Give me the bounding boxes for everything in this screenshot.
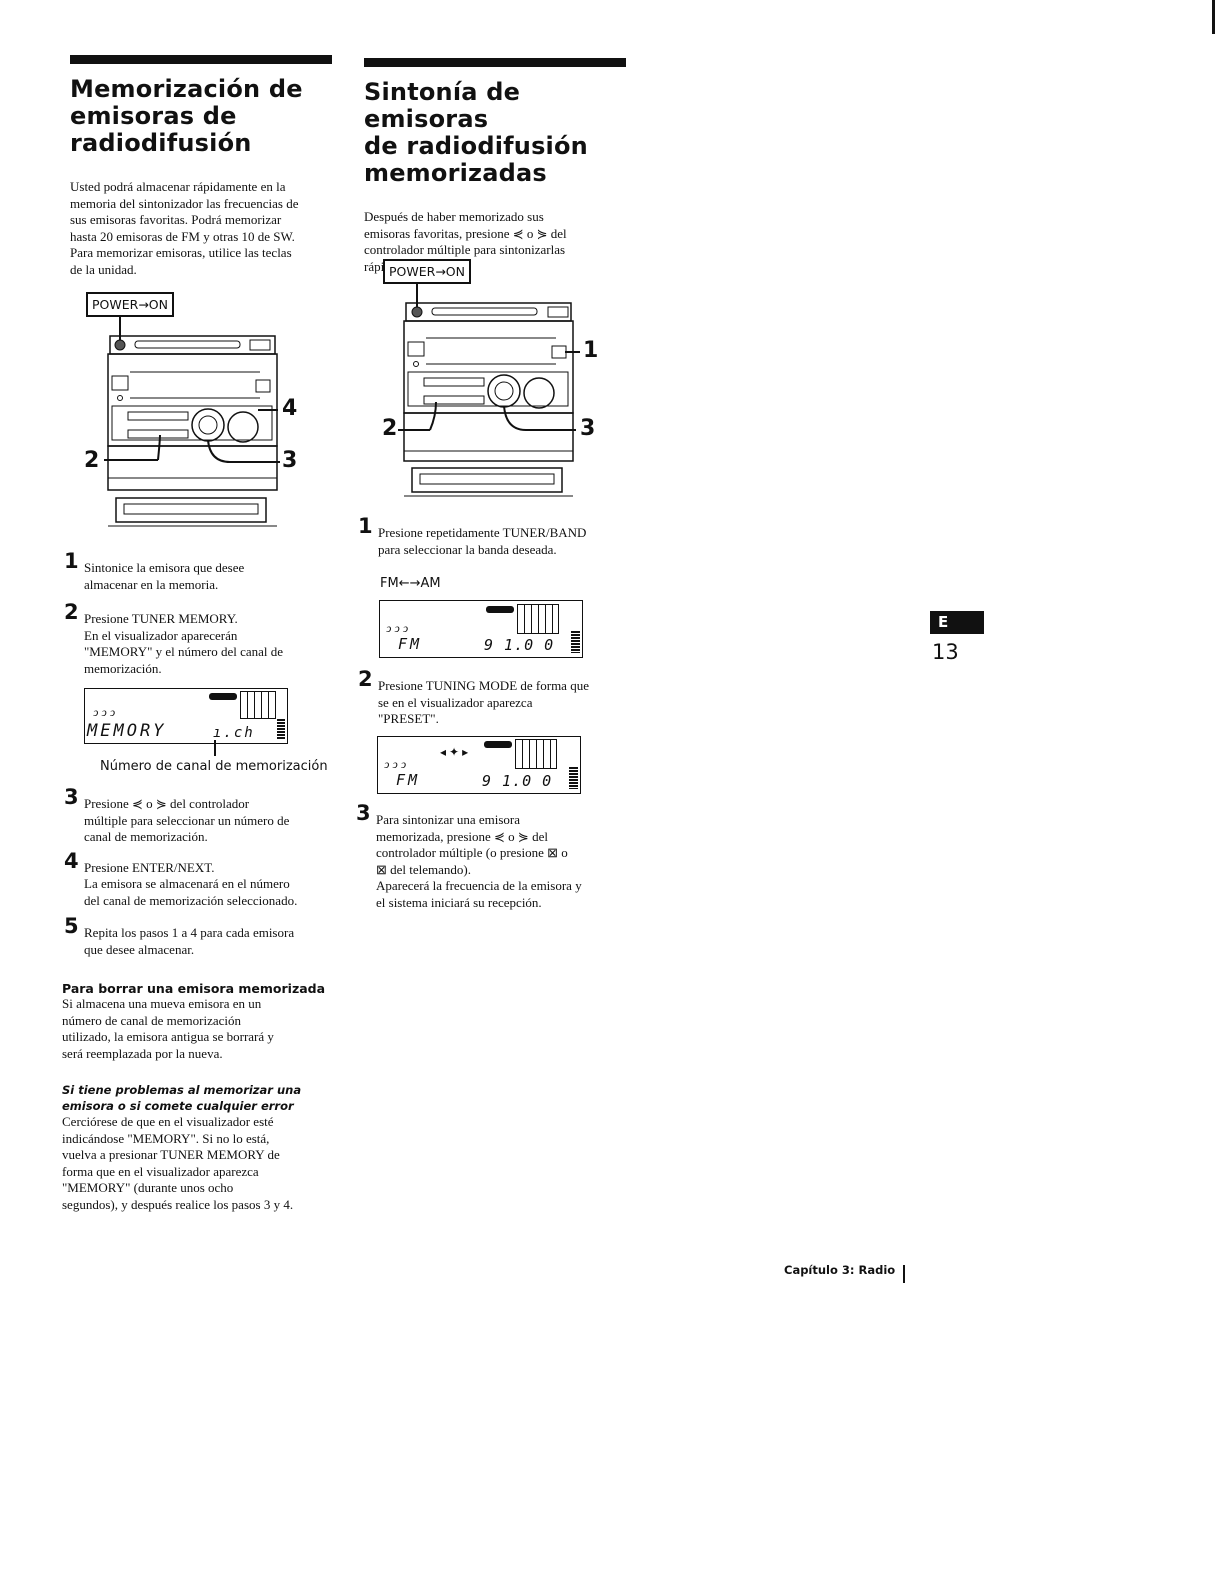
lcd-display-preset: ↄ ↄ ↄ ◂ ✦ ▸ FM 9 1.0 0 — [377, 736, 581, 794]
lcd-frequency-text: 9 1.0 0 — [482, 772, 553, 790]
callout-4: 4 — [282, 396, 298, 421]
dolby-icon: ↄ ↄ ↄ — [93, 705, 116, 719]
right-step-2: 2 Presione TUNING MODE de forma que se e… — [358, 667, 628, 728]
lcd-memory-text: MEMORY — [87, 721, 167, 741]
stereo-illustration: POWER→ON 1 2 3 — [380, 256, 610, 501]
stereo-illustration: POWER→ON 4 2 3 — [80, 290, 310, 530]
power-label: POWER→ON — [86, 292, 174, 317]
erase-body: Si almacena una mueva emisora en un núme… — [62, 996, 274, 1061]
signal-meter — [571, 631, 580, 653]
signal-meter — [277, 719, 285, 739]
step-1: 1 Sintonice la emisora que desee almacen… — [64, 549, 245, 592]
indicator-bar — [486, 606, 514, 613]
step-3: 3 Presione ⋞ o ⋟ del controlador múltipl… — [64, 785, 290, 844]
right-step-3: 3 Para sintonizar una emisora memorizada… — [356, 801, 628, 911]
chapter-footer: Capítulo 3: Radio — [784, 1263, 896, 1277]
language-tab: E — [930, 611, 984, 634]
level-grid — [517, 604, 559, 634]
dolby-icon: ↄ ↄ ↄ — [384, 757, 407, 771]
step-2: 2 Presione TUNER MEMORY. En el visualiza… — [64, 600, 284, 676]
signal-meter — [569, 767, 578, 789]
level-grid — [240, 691, 276, 719]
band-sequence: FM←→AM — [380, 576, 441, 591]
step-1: 1 Presione repetidamente TUNER/BAND para… — [358, 514, 587, 557]
page-number: 13 — [932, 640, 959, 664]
callout-1: 1 — [583, 338, 599, 363]
lcd-display-band: ↄ ↄ ↄ FM 9 1.0 0 — [379, 600, 583, 658]
caption-leader — [214, 740, 216, 756]
page-edge-mark — [1212, 0, 1215, 34]
left-steps: 1 Sintonice la emisora que desee almacen… — [64, 549, 334, 677]
left-steps-continued: 3 Presione ⋞ o ⋟ del controlador múltipl… — [64, 785, 336, 958]
step-2: 2 Presione TUNING MODE de forma que se e… — [358, 667, 589, 726]
step-4: 4 Presione ENTER/NEXT. La emisora se alm… — [64, 848, 298, 908]
callout-3: 3 — [580, 416, 596, 441]
trouble-body: Cerciórese de que en el visualizador est… — [62, 1114, 294, 1212]
preset-blink-icon: ◂ ✦ ▸ — [440, 745, 469, 759]
left-column: Memorización de emisoras de radiodifusió… — [70, 55, 332, 278]
erase-note: Para borrar una emisora memorizada Si al… — [62, 981, 334, 1062]
lcd-caption: Número de canal de memorización — [100, 759, 328, 774]
lcd-band-text: FM — [396, 771, 421, 789]
lcd-channel-text: ı.ch — [213, 725, 255, 741]
callout-2: 2 — [84, 448, 100, 473]
lcd-display-memory: ↄ ↄ ↄ MEMORY ı.ch — [84, 688, 288, 744]
callout-3: 3 — [282, 448, 298, 473]
section-rule — [70, 55, 332, 64]
trouble-heading: Si tiene problemas al memorizar una emis… — [62, 1083, 302, 1113]
right-column: Sintonía de emisoras de radiodifusión me… — [364, 58, 626, 275]
stereo-drawing — [398, 284, 580, 497]
step-3: 3 Para sintonizar una emisora memorizada… — [356, 801, 582, 910]
stereo-drawing — [104, 316, 280, 527]
power-label: POWER→ON — [383, 259, 471, 284]
step-5: 5 Repita los pasos 1 a 4 para cada emiso… — [64, 914, 295, 957]
dolby-icon: ↄ ↄ ↄ — [386, 621, 409, 635]
section-rule — [364, 58, 626, 67]
level-grid — [515, 739, 557, 769]
lcd-band-text: FM — [398, 635, 423, 653]
section-title: Sintonía de emisoras de radiodifusión me… — [364, 78, 588, 187]
intro-paragraph: Usted podrá almacenar rápidamente en la … — [70, 179, 299, 277]
indicator-bar — [484, 741, 512, 748]
right-steps: 1 Presione repetidamente TUNER/BAND para… — [358, 514, 628, 591]
section-title: Memorización de emisoras de radiodifusió… — [70, 75, 303, 157]
erase-heading: Para borrar una emisora memorizada — [62, 981, 326, 996]
trouble-note: Si tiene problemas al memorizar una emis… — [62, 1082, 334, 1213]
indicator-bar — [209, 693, 237, 700]
callout-2: 2 — [382, 416, 398, 441]
lcd-frequency-text: 9 1.0 0 — [484, 636, 555, 654]
footer-divider — [903, 1265, 905, 1283]
